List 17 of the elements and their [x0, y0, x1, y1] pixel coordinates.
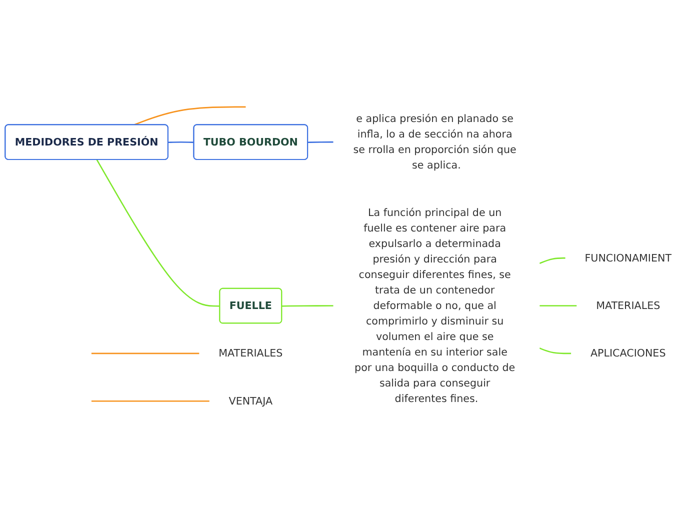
- node-text: MATERIALES: [596, 299, 660, 312]
- connector: [168, 142, 194, 144]
- connector: [91, 352, 200, 354]
- connector: [539, 348, 572, 354]
- connector: [308, 141, 334, 144]
- node-text: APLICACIONES: [590, 347, 666, 360]
- connector: [96, 159, 220, 307]
- connector: [539, 257, 566, 264]
- node-text: e aplica presión en planado se infla, lo a de sección na ahora se rrolla en proporción sión que se aplica.: [353, 112, 516, 172]
- connector: [133, 106, 246, 126]
- connector: [91, 400, 210, 402]
- node-text: VENTAJA: [228, 394, 273, 407]
- node-text: FUNCIONAMIENT: [584, 252, 672, 264]
- connector: [282, 305, 334, 307]
- node-text: MATERIALES: [218, 347, 283, 360]
- node-text: La función principal de un fuelle es contener aire para expulsarlo a determinada presión y dirección para conseguir diferentes fines, se trata de un contenedor deformable o no, que al comprimirlo y disminuir su volumen el aire que se mantenía en su interior sale por una boquilla o conducto de salida para conseguir diferentes fines.: [354, 206, 516, 404]
- connector: [540, 305, 577, 306]
